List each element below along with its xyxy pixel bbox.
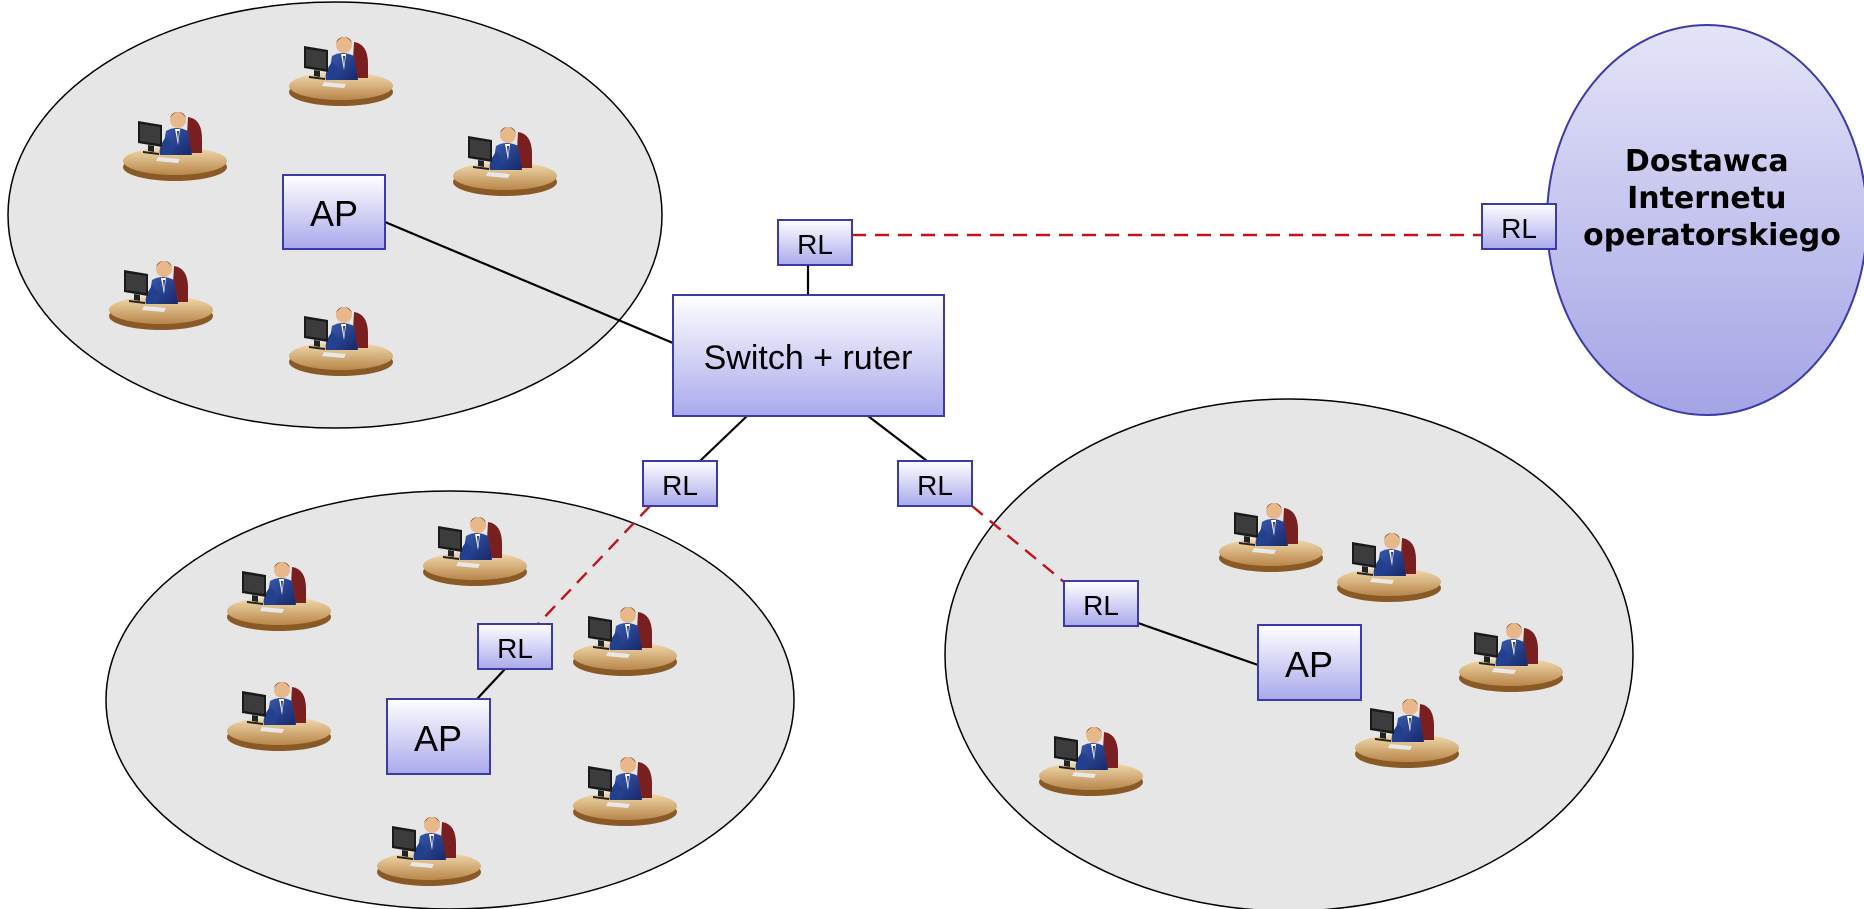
access-point-top-left-label: AP xyxy=(310,193,358,234)
wired-links xyxy=(384,220,1259,700)
switch-router-label: Switch + ruter xyxy=(704,339,913,377)
radio-link-switch-bottom-right-label: RL xyxy=(917,470,953,501)
isp-radio-link-label: RL xyxy=(1501,213,1537,244)
access-point-bottom-right-label: AP xyxy=(1285,644,1333,685)
radio-link-switch-bottom-left: RL xyxy=(642,460,718,507)
radio-link-bottom-right xyxy=(971,505,1065,583)
isp-radio-link-box: RL xyxy=(1481,203,1557,250)
isp-label-line-1: Dostawca xyxy=(1625,144,1789,179)
radio-link-zone-bottom-right: RL xyxy=(1063,580,1139,627)
radio-link-zone-bottom-right-label: RL xyxy=(1083,590,1119,621)
uplink-radio-link-label: RL xyxy=(797,229,833,260)
radio-link-switch-bottom-left-label: RL xyxy=(662,470,698,501)
switch-router-box: Switch + ruter xyxy=(672,294,945,417)
access-point-bottom-left: AP xyxy=(386,698,491,775)
access-point-bottom-left-label: AP xyxy=(414,718,462,759)
wired-link-switch-to-rl-bottom-right xyxy=(867,415,928,462)
radio-links xyxy=(537,233,1482,625)
access-point-bottom-right: AP xyxy=(1257,624,1362,701)
radio-link-zone-bottom-left: RL xyxy=(477,623,553,670)
access-point-top-left: AP xyxy=(282,174,386,250)
wired-link-ap-top-left-to-switch xyxy=(384,220,674,345)
wired-link-switch-to-rl-bottom-left xyxy=(699,415,748,462)
isp-label: Dostawca Internetu operatorskiego xyxy=(1583,144,1841,253)
wired-link-rl-to-ap-bottom-left xyxy=(476,668,506,700)
wired-link-rl-to-ap-bottom-right xyxy=(1137,621,1259,667)
uplink-radio-link-box: RL xyxy=(777,219,853,266)
radio-link-zone-bottom-left-label: RL xyxy=(497,633,533,664)
radio-link-bottom-left xyxy=(537,505,651,625)
radio-link-switch-bottom-right: RL xyxy=(897,460,973,507)
isp-label-line-3: operatorskiego xyxy=(1583,218,1841,253)
isp-label-line-2: Internetu xyxy=(1627,181,1786,216)
